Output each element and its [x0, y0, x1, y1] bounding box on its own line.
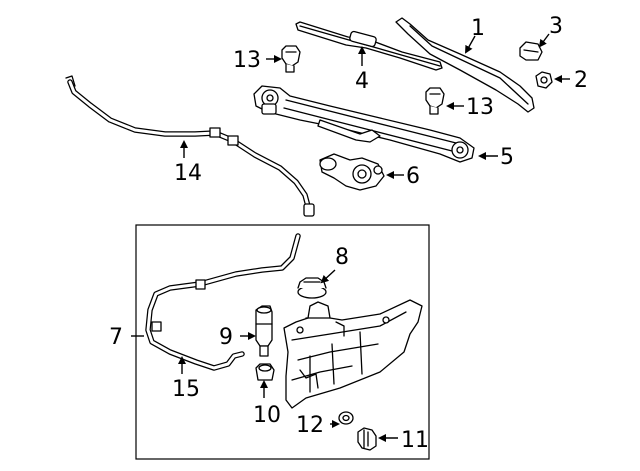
callout-5: 5 — [500, 145, 514, 170]
arm-cap — [519, 41, 543, 61]
callout-12: 12 — [296, 413, 324, 438]
washer-pump — [255, 305, 273, 357]
callout-11: 11 — [401, 428, 429, 453]
washer-hose-upper — [65, 75, 315, 217]
callout-7: 7 — [109, 325, 123, 350]
pump-grommet — [255, 363, 275, 381]
washer-reservoir — [283, 299, 423, 409]
callout-8: 8 — [335, 245, 349, 270]
washer-nozzle-left — [281, 45, 301, 73]
wiper-motor — [319, 153, 385, 191]
callout-labels: 1 2 3 4 5 6 7 8 9 10 11 12 13 13 14 15 — [109, 14, 588, 453]
callout-arrows — [131, 33, 570, 442]
callout-13b: 13 — [466, 95, 494, 120]
callout-6: 6 — [406, 164, 420, 189]
level-sensor — [357, 427, 377, 451]
callout-9: 9 — [219, 325, 233, 350]
wiper-blade — [295, 21, 443, 71]
arm-nut — [535, 71, 553, 89]
callout-2: 2 — [574, 68, 588, 93]
callout-4: 4 — [355, 69, 369, 94]
wiper-arm — [395, 17, 535, 113]
callout-1: 1 — [471, 16, 485, 41]
callout-15: 15 — [172, 377, 200, 402]
callout-10: 10 — [253, 403, 281, 428]
washer-hose-lower — [145, 233, 301, 371]
reservoir-cap — [297, 277, 327, 299]
sensor-seal — [338, 411, 354, 425]
callout-14: 14 — [174, 161, 202, 186]
callout-13a: 13 — [233, 48, 261, 73]
wiper-linkage — [253, 85, 475, 163]
reservoir-group-box — [135, 224, 430, 460]
callout-3: 3 — [549, 14, 563, 39]
washer-nozzle-right — [425, 87, 445, 115]
